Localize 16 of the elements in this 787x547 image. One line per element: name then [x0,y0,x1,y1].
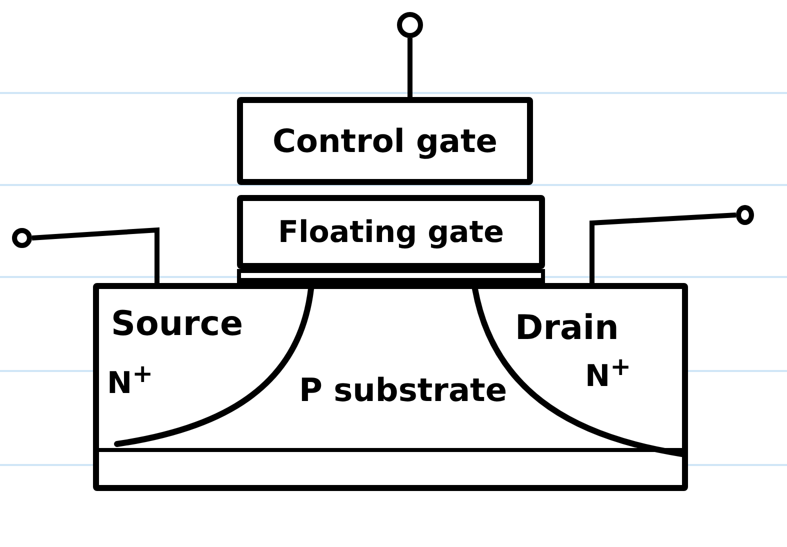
doping-label: N$^{+}$ [107,361,154,399]
wire [408,38,412,97]
wire [32,227,160,283]
source-label: Source [111,307,244,341]
terminal-circle [397,12,423,38]
doping-label: N$^{+}$ [585,354,632,392]
gate-label: Floating gate [278,214,504,250]
substrate-label: P substrate [299,374,508,406]
gate-label: Control gate [272,122,498,160]
drain-label: Drain [515,311,619,345]
substrate-block [93,283,688,491]
control-gate-layer [237,97,533,185]
wire [590,212,736,283]
floating-gate-layer [237,195,545,269]
terminal-circle [736,205,754,225]
terminal-circle [12,228,32,248]
